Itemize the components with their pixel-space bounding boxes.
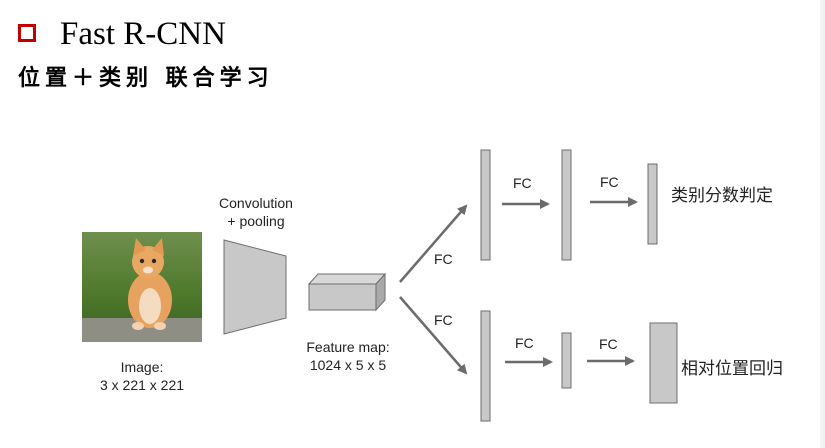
upper-branch-arrow (399, 204, 468, 283)
upper-fc-arrow-1-label: FC (513, 175, 532, 191)
kitten-right-paw (154, 322, 166, 330)
feature-map-label-line2: 1024 x 5 x 5 (310, 357, 386, 373)
kitten-left-ear (133, 238, 146, 256)
slide-title: Fast R-CNN (60, 16, 226, 52)
upper-branch-fc-label: FC (434, 251, 453, 267)
conv-label-line2: + pooling (227, 213, 284, 229)
input-caption-line1: Image: (121, 359, 164, 375)
lower-branch-arrow (399, 296, 468, 375)
upper-output-label: 类别分数判定 (671, 186, 773, 206)
upper-fc-layer-1 (480, 149, 491, 261)
kitten-muzzle (143, 266, 153, 274)
slide-edge (820, 0, 825, 448)
kitten-head (132, 246, 164, 278)
upper-output-layer (647, 163, 658, 245)
upper-fc-layer-2 (561, 149, 572, 261)
kitten-chest (139, 288, 161, 324)
lower-fc-layer-1 (480, 310, 491, 422)
conv-label-line1: Convolution (219, 195, 293, 211)
lower-output-layer (649, 322, 678, 404)
lower-fc-layer-2 (561, 332, 572, 389)
input-image (82, 232, 202, 342)
kitten-right-eye (151, 258, 157, 264)
upper-fc-arrow-2-label: FC (600, 174, 619, 190)
feature-map-label-line1: Feature map: (306, 339, 389, 355)
kitten-left-eye (139, 258, 145, 264)
title-bullet-square-icon (18, 24, 36, 42)
feature-map-block (307, 272, 387, 312)
lower-branch-fc-label: FC (434, 312, 453, 328)
input-caption-line2: 3 x 221 x 221 (100, 377, 184, 393)
lower-fc-arrow-1-label: FC (515, 335, 534, 351)
convolution-block (223, 239, 287, 335)
lower-output-label: 相对位置回归 (681, 359, 783, 379)
kitten-left-paw (132, 322, 144, 330)
slide-subtitle: 位置＋类别 联合学习 (18, 65, 274, 91)
lower-fc-arrow-2-label: FC (599, 336, 618, 352)
kitten-right-ear (152, 238, 164, 256)
